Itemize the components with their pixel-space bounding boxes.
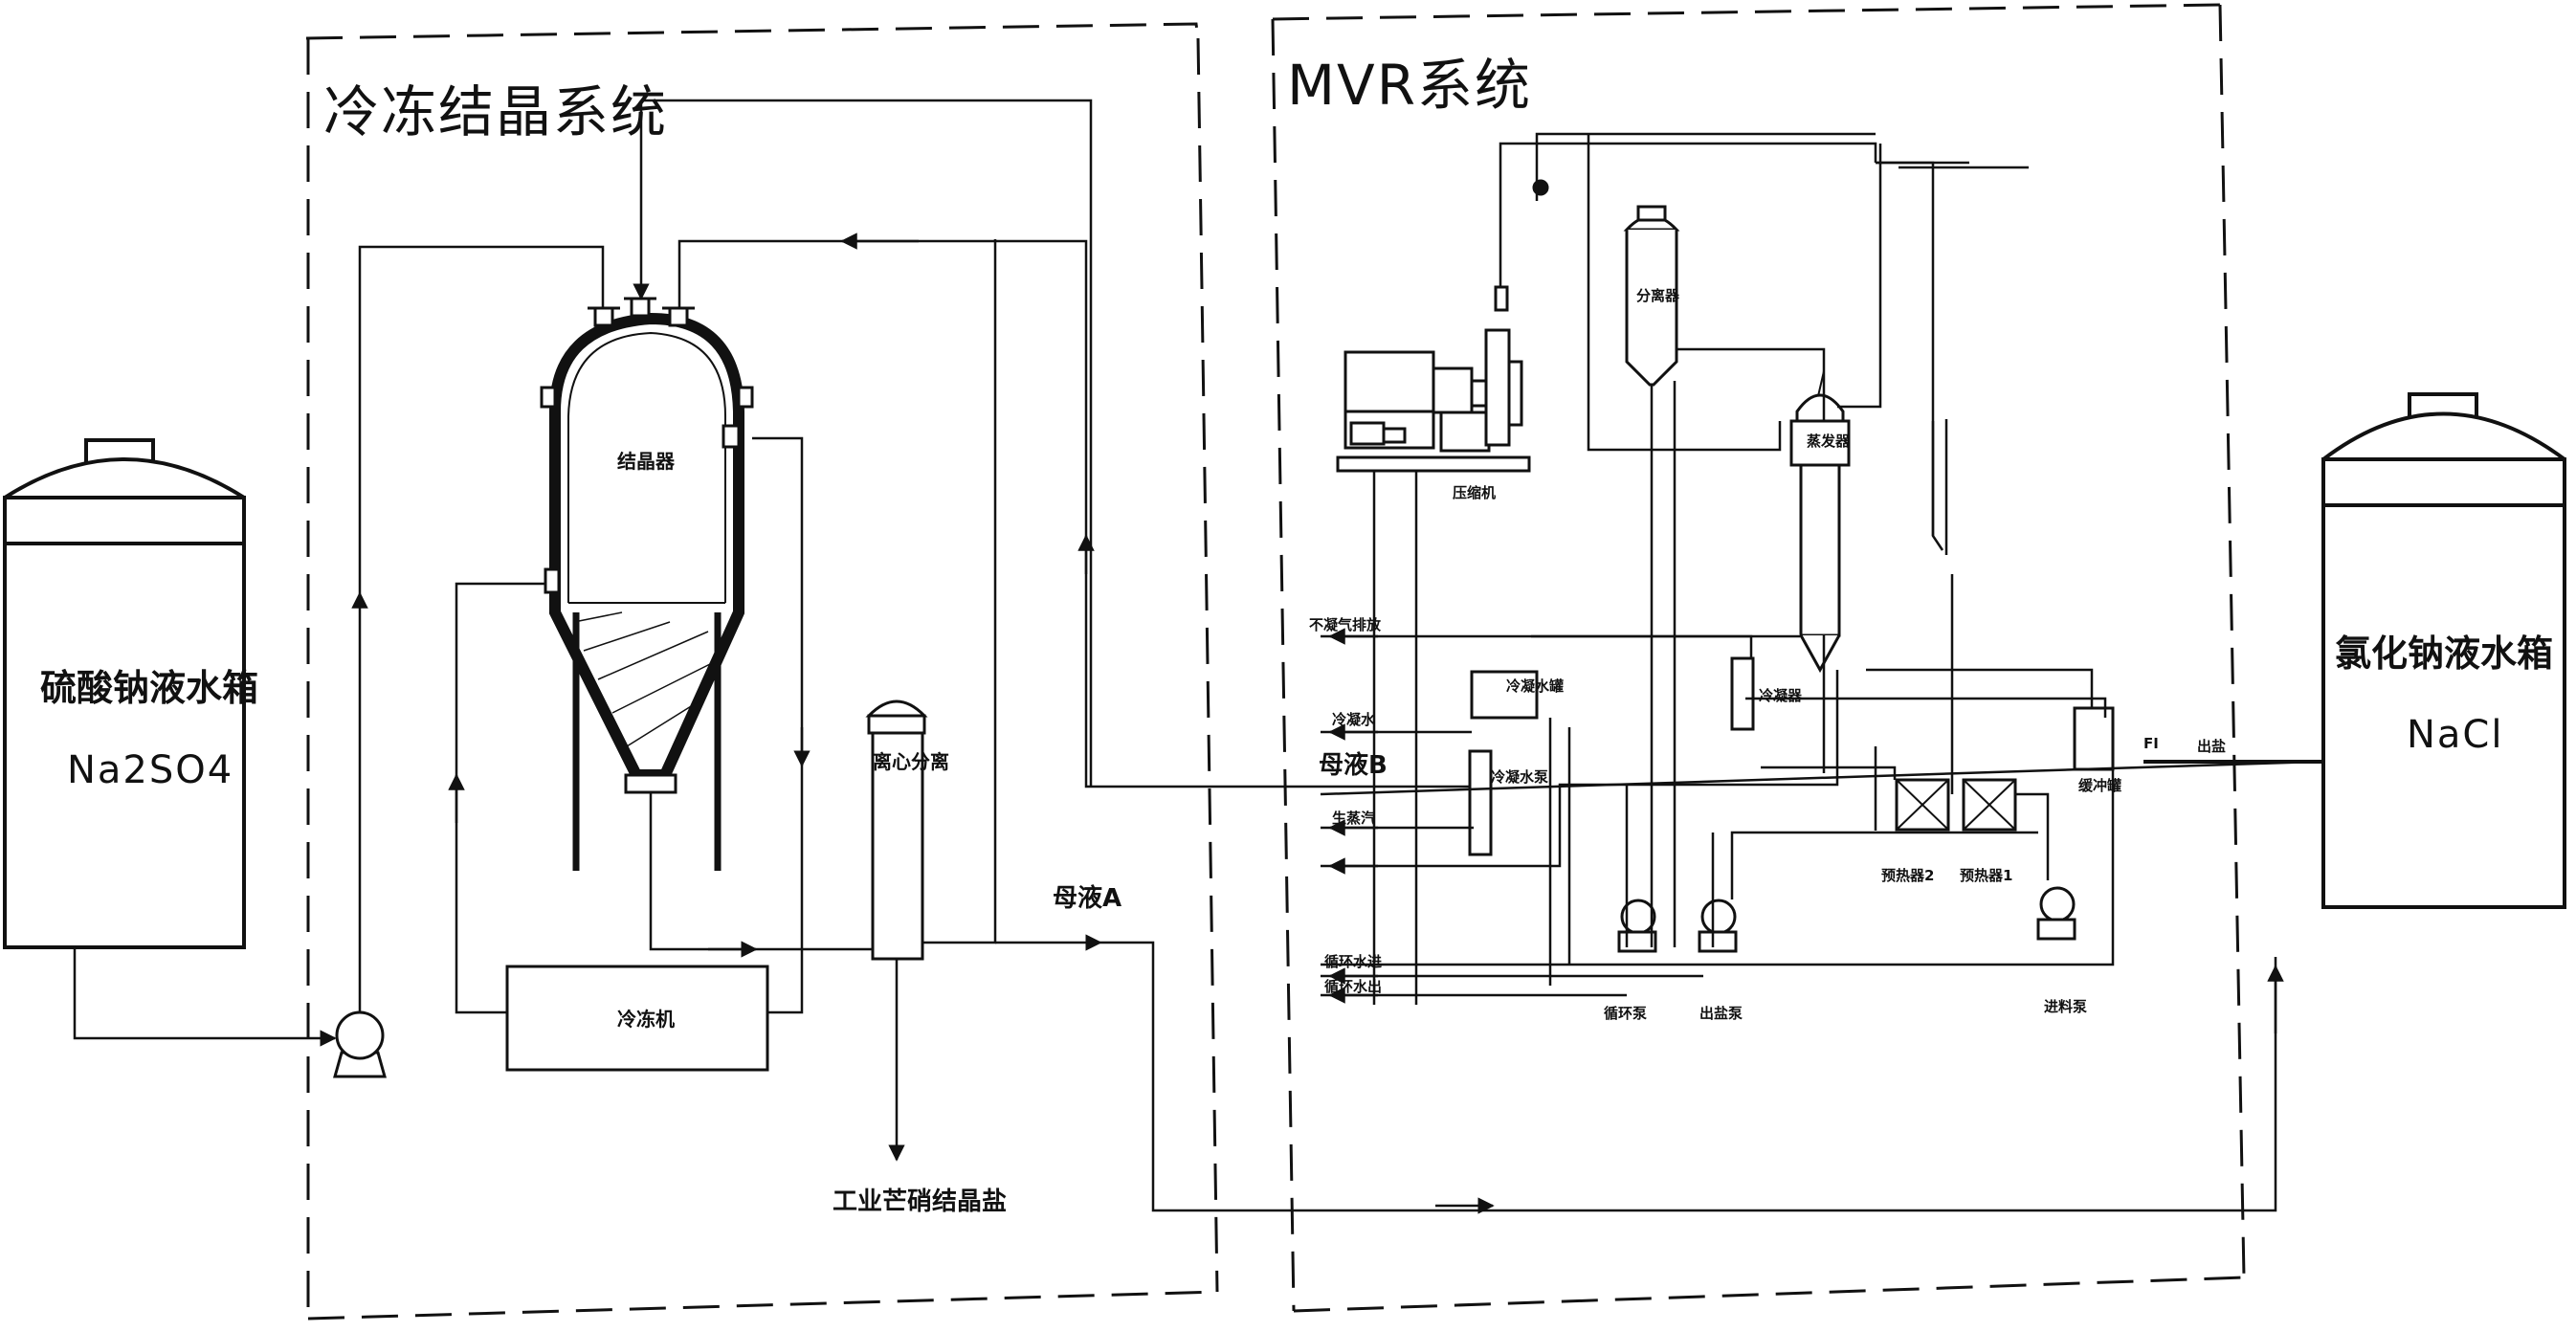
evaporator <box>1789 370 1851 674</box>
mvr-small-vessels <box>1468 179 2115 953</box>
chloride-tank <box>2321 392 2566 909</box>
centrifuge <box>865 699 928 961</box>
separator <box>1623 205 1680 387</box>
flow-indicator-label: FI <box>2143 735 2159 752</box>
compressor-label: 压缩机 <box>1453 484 1497 501</box>
condenser-label: 冷凝器 <box>1759 687 1803 704</box>
salt-pump-label: 出盐泵 <box>1699 1005 1743 1022</box>
mother-liquor-a-label: 母液A <box>1053 884 1122 913</box>
steam-label: 生蒸汽 <box>1332 810 1376 827</box>
feed-pump <box>333 1010 387 1078</box>
mother-liquor-b-label: 母液B <box>1319 751 1388 780</box>
feed-pump-label: 进料泵 <box>2044 998 2088 1015</box>
sulfate-tank <box>3 438 246 949</box>
cooling-water-out-label: 循环水出 <box>1324 978 1383 995</box>
degas-label: 不凝气排放 <box>1309 616 1382 633</box>
crystallizer-label: 结晶器 <box>617 450 675 473</box>
freeze-pipes <box>73 99 2284 1214</box>
preheater1-label: 预热器1 <box>1960 867 2013 884</box>
preheater2-label: 预热器2 <box>1881 867 1935 884</box>
condensate-water-label: 冷凝水 <box>1332 711 1376 728</box>
chloride-tank-name: 氯化钠液水箱 <box>2335 633 2554 675</box>
crystallizer-vessel <box>540 297 754 871</box>
freeze-system-boundary <box>305 22 1219 1321</box>
cooling-water-in-label: 循环水进 <box>1324 953 1383 970</box>
mvr-system-title: MVR系统 <box>1287 53 1533 118</box>
circulation-pump-label: 循环泵 <box>1604 1005 1648 1022</box>
centrifuge-label: 离心分离 <box>873 750 949 773</box>
freeze-system-title: 冷冻结晶系统 <box>323 79 669 144</box>
sulfate-tank-name: 硫酸钠液水箱 <box>40 667 259 709</box>
condensate-tank-label: 冷凝水罐 <box>1506 677 1565 695</box>
mvr-arrows <box>1328 628 1378 1004</box>
product-label: 工业芒硝结晶盐 <box>833 1188 1008 1216</box>
condensate-pump-label: 冷凝水泵 <box>1491 768 1549 786</box>
sulfate-tank-formula: Na2SO4 <box>67 748 234 792</box>
freezer-unit <box>505 965 769 1072</box>
chloride-tank-formula: NaCl <box>2407 713 2504 757</box>
outlet-salt-label: 出盐 <box>2197 738 2227 755</box>
mvr-pipes <box>1320 132 2317 1005</box>
compressor-skid <box>1336 285 1531 473</box>
evaporator-label: 蒸发器 <box>1807 433 1851 450</box>
freezer-label: 冷冻机 <box>617 1008 675 1031</box>
buffer-tank-label: 缓冲罐 <box>2078 777 2122 794</box>
separator-label: 分离器 <box>1636 287 1680 304</box>
mvr-system-boundary <box>1271 3 2246 1313</box>
